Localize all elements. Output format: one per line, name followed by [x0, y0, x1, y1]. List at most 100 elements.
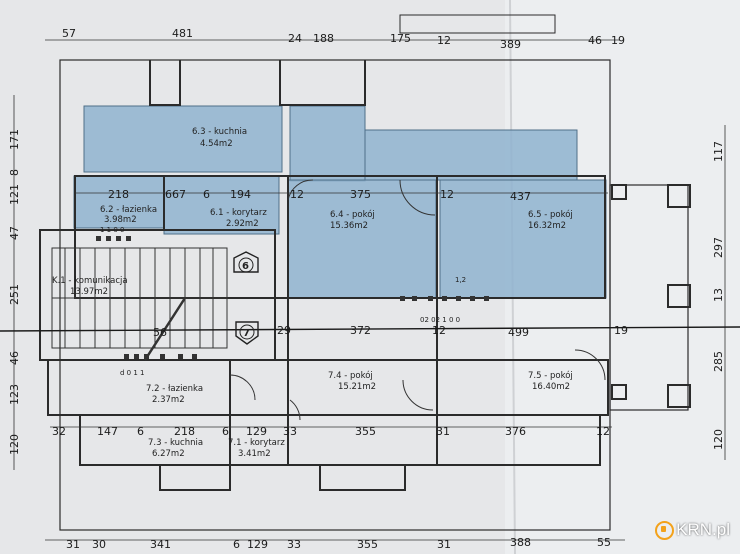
socket-marks — [96, 236, 489, 359]
room-area: 16.40m2 — [532, 382, 570, 392]
dim-inner: 437 — [510, 190, 531, 203]
dim-bottom: 388 — [510, 536, 531, 549]
dim-left: 46 — [8, 351, 21, 365]
room-name: 6.2 - łazienka — [100, 205, 157, 215]
dim-top: 19 — [611, 34, 625, 47]
dim-inner: 19 — [614, 324, 628, 337]
dim-bottom: 55 — [597, 536, 611, 549]
walls — [39, 14, 691, 531]
room-area: 6.27m2 — [152, 449, 185, 459]
room-labels: 6.3 - kuchnia 4.54m2 6.2 - łazienka 3.98… — [52, 127, 573, 459]
dim-right: 285 — [712, 351, 725, 372]
dim-inner: 29 — [277, 324, 291, 337]
room-name: 6.1 - korytarz — [210, 208, 267, 218]
dim-right: 117 — [712, 141, 725, 162]
dim-inner: 12 — [432, 324, 446, 337]
dim-bottom: 6 — [233, 538, 240, 551]
room-area: 2.92m2 — [226, 219, 259, 229]
marker-6-label: 6 — [242, 261, 249, 272]
dim-inner: 218 — [108, 188, 129, 201]
dim-bottom: 31 — [437, 538, 451, 551]
dim-inner: 32 — [52, 425, 66, 438]
dim-right: 297 — [712, 237, 725, 258]
small-labels: 1 1 0 0 d 0 1 1 1,2 02 02 1 0 0 — [100, 226, 466, 377]
dim-inner: 33 — [283, 425, 297, 438]
room-name: 7.3 - kuchnia — [148, 438, 203, 448]
dim-left: 8 — [8, 169, 21, 176]
dim-inner: 6 — [222, 425, 229, 438]
marker-7-icon: 7 — [235, 321, 259, 345]
inner-dimensions-row1: 218 667 6 194 12 375 12 437 — [108, 188, 531, 203]
dim-inner: 376 — [505, 425, 526, 438]
room-name: 6.4 - pokój — [330, 209, 375, 220]
room-name: 7.2 - łazienka — [146, 384, 203, 394]
dim-inner: 31 — [436, 425, 450, 438]
left-dimensions: 171 8 121 47 251 46 123 120 — [8, 129, 21, 455]
room-area: 3.41m2 — [238, 449, 271, 459]
top-dimensions: 57 481 24 188 175 12 389 46 19 — [62, 27, 625, 51]
dim-left: 47 — [8, 226, 21, 240]
room-area: 15.36m2 — [330, 221, 368, 231]
room-area: 15.21m2 — [338, 382, 376, 392]
outlet-label: 1,2 — [455, 276, 466, 284]
bottom-dimensions: 31 30 341 6 129 33 355 31 388 55 — [66, 536, 611, 551]
dim-inner: 6 — [203, 188, 210, 201]
dim-top: 57 — [62, 27, 76, 40]
outlet-label: 02 02 1 0 0 — [420, 316, 460, 324]
highlighted-area — [73, 105, 607, 299]
dim-left: 251 — [8, 284, 21, 305]
dim-bottom: 31 — [66, 538, 80, 551]
inner-dimensions-row3: 32 147 6 218 6 129 33 355 31 376 12 — [52, 425, 610, 438]
room-area: 13.97m2 — [70, 287, 108, 297]
outlet-label: 1 1 0 0 — [100, 226, 125, 234]
dim-right: 120 — [712, 429, 725, 450]
dim-top: 389 — [500, 38, 521, 51]
dim-inner: 129 — [246, 425, 267, 438]
dim-top: 175 — [390, 32, 411, 45]
room-name: 6.5 - pokój — [528, 209, 573, 220]
dim-bottom: 341 — [150, 538, 171, 551]
dim-top: 24 — [288, 32, 302, 45]
dim-inner: 147 — [97, 425, 118, 438]
dim-bottom: 33 — [287, 538, 301, 551]
watermark: KRN.pl — [655, 520, 730, 540]
room-area: 3.98m2 — [104, 215, 137, 225]
dim-top: 46 — [588, 34, 602, 47]
dim-inner: 667 — [165, 188, 186, 201]
dim-bottom: 30 — [92, 538, 106, 551]
dim-right: 13 — [712, 288, 725, 302]
inner-dimensions-row2: 56 29 372 12 499 19 — [153, 324, 628, 339]
dim-inner: 355 — [355, 425, 376, 438]
marker-7-label: 7 — [243, 328, 250, 339]
room-area: 4.54m2 — [200, 139, 233, 149]
dim-inner: 6 — [137, 425, 144, 438]
dim-left: 121 — [8, 184, 21, 205]
door-swings — [229, 179, 606, 421]
room-area: 2.37m2 — [152, 395, 185, 405]
dim-left: 120 — [8, 434, 21, 455]
dim-inner: 12 — [290, 188, 304, 201]
room-name: 7.4 - pokój — [328, 370, 373, 381]
dim-inner: 375 — [350, 188, 371, 201]
dim-inner: 499 — [508, 326, 529, 339]
room-area: 16.32m2 — [528, 221, 566, 231]
dim-top: 188 — [313, 32, 334, 45]
dim-inner: 194 — [230, 188, 251, 201]
dim-inner: 12 — [596, 425, 610, 438]
watermark-text: KRN.pl — [676, 520, 730, 539]
outlet-label: d 0 1 1 — [120, 369, 144, 377]
room-name: 6.3 - kuchnia — [192, 127, 247, 137]
krn-logo-icon — [655, 520, 675, 540]
dim-inner: 372 — [350, 324, 371, 337]
dim-top: 12 — [437, 34, 451, 47]
room-name: K.1 - komunikacja — [52, 276, 128, 286]
dim-inner: 12 — [440, 188, 454, 201]
right-dimensions: 117 297 13 285 120 — [712, 141, 725, 450]
room-name: 7.1 - korytarz — [228, 438, 285, 448]
marker-6-icon: 6 — [233, 251, 259, 273]
room-name: 7.5 - pokój — [528, 370, 573, 381]
staircase — [51, 247, 228, 361]
dimension-lines — [0, 39, 740, 541]
dim-top: 481 — [172, 27, 193, 40]
